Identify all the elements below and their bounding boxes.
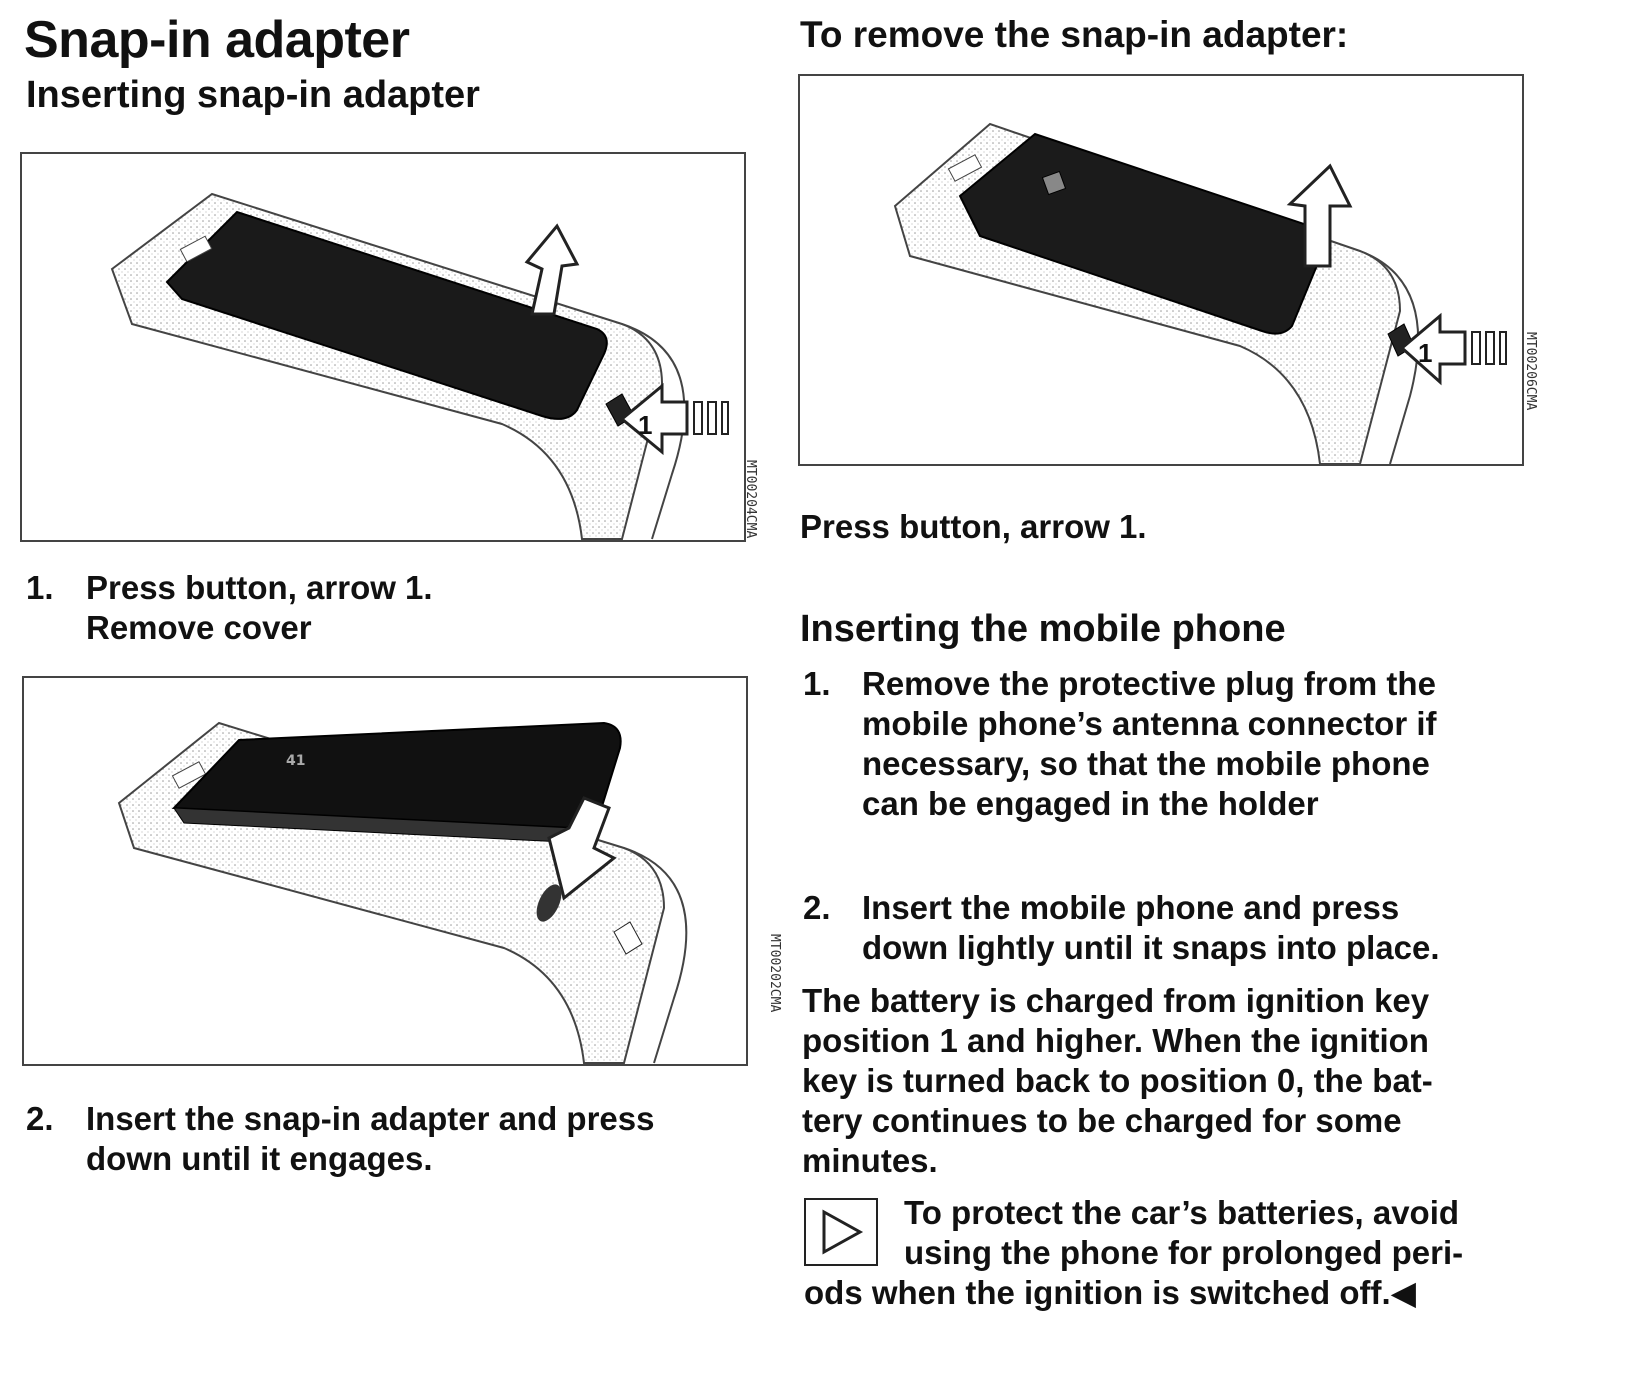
step-number: 2.: [803, 889, 831, 926]
paragraph-line: tery continues to be charged for some: [802, 1102, 1402, 1139]
step-text-line: can be engaged in the holder: [862, 785, 1319, 822]
step-text-line: Remove the protective plug from the: [862, 665, 1436, 702]
step-text-line: Insert the snap-in adapter and press: [86, 1100, 655, 1137]
figure-code: MT00206CMA: [1523, 332, 1538, 411]
figure-code: MT00204CMA: [743, 460, 758, 539]
step-text-line: mobile phone’s antenna connector if: [862, 705, 1437, 742]
notice-line: ods when the ignition is switched off.: [804, 1274, 1391, 1311]
figure-press-button-remove-cover: 1: [20, 152, 746, 542]
notice-icon: [804, 1198, 878, 1266]
step-text-line: Press button, arrow 1.: [86, 569, 433, 606]
step-number: 1.: [803, 665, 831, 702]
step-text-line: down lightly until it snaps into place.: [862, 929, 1440, 966]
instruction-text: Press button, arrow 1.: [800, 508, 1147, 545]
notice-line: To protect the car’s batteries, avoid: [904, 1194, 1460, 1231]
step-number: 2.: [26, 1100, 54, 1137]
callout-arrow-1: 1: [638, 410, 653, 440]
section-heading-inserting-phone: Inserting the mobile phone: [800, 608, 1286, 650]
illustration-remove-adapter: [893, 122, 1507, 464]
step-text-line: down until it engages.: [86, 1140, 433, 1177]
paragraph-line: position 1 and higher. When the ignition: [802, 1022, 1429, 1059]
page-title: Snap-in adapter: [24, 11, 410, 69]
step-text-line: Insert the mobile phone and press: [862, 889, 1400, 926]
figure-code: MT00202CMA: [767, 934, 782, 1013]
step-text-line: Remove cover: [86, 609, 312, 646]
step-text-line: necessary, so that the mobile phone: [862, 745, 1430, 782]
svg-text:41: 41: [286, 753, 305, 769]
illustration-console-cover: [110, 192, 729, 540]
figure-insert-adapter: 41: [22, 676, 748, 1066]
section-heading-remove-adapter: To remove the snap-in adapter:: [800, 14, 1349, 55]
step-number: 1.: [26, 569, 54, 606]
notice-line-last: ods when the ignition is switched off.◀: [804, 1272, 1416, 1314]
paragraph-line: key is turned back to position 0, the ba…: [802, 1062, 1433, 1099]
notice-line: using the phone for prolonged peri-: [904, 1234, 1464, 1271]
paragraph-line: minutes.: [802, 1142, 938, 1179]
figure-remove-adapter: 1: [798, 74, 1524, 466]
end-mark-icon: ◀: [1390, 1274, 1417, 1311]
illustration-insert-adapter: 41: [117, 721, 688, 1064]
section-heading-inserting-adapter: Inserting snap-in adapter: [26, 74, 480, 116]
callout-arrow-1: 1: [1418, 338, 1433, 368]
paragraph-line: The battery is charged from ignition key: [802, 982, 1430, 1019]
